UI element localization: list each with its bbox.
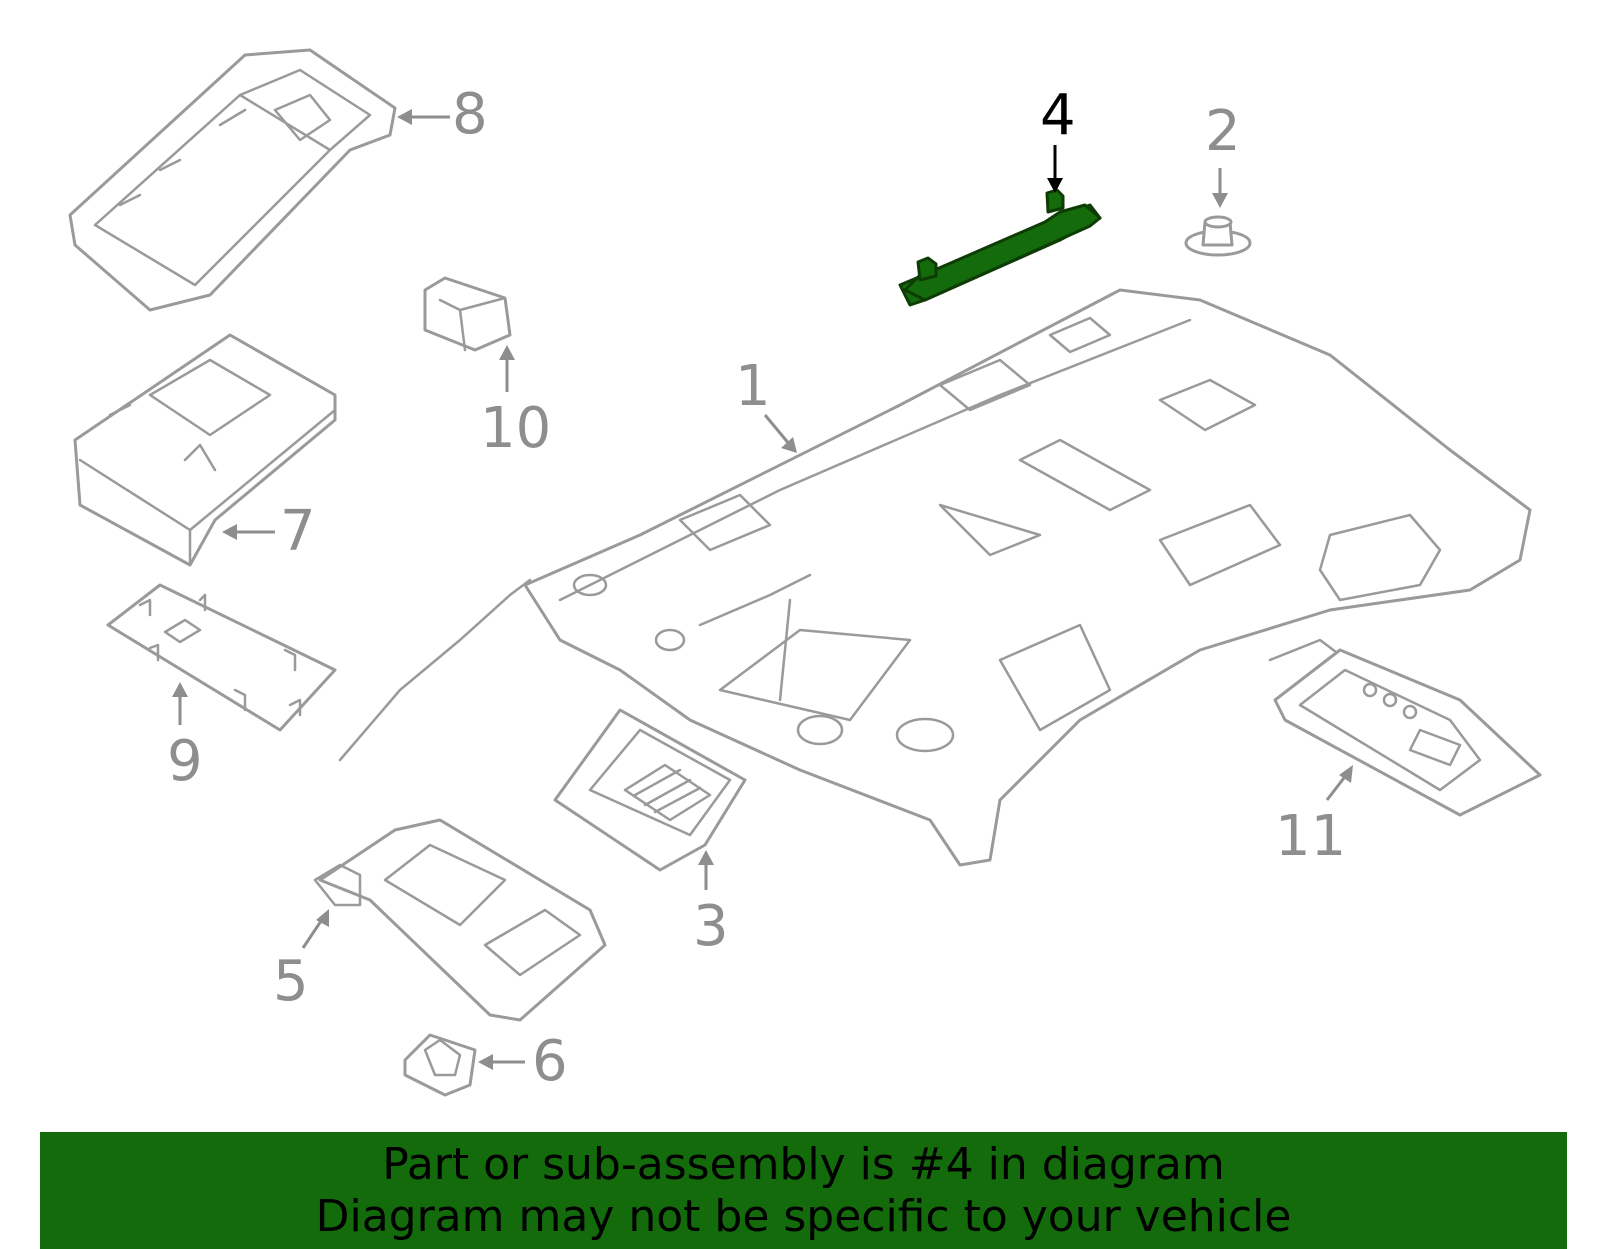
callout-11[interactable]: 11 [1275, 804, 1346, 869]
callout-leaders [172, 109, 1353, 1070]
parts-diagram: 8 7 10 9 1 4 2 3 5 6 11 [68, 48, 1542, 1097]
part-10-connector[interactable] [423, 276, 512, 352]
part-6-visor-clip[interactable] [403, 1033, 477, 1097]
part-3-cover[interactable] [553, 708, 747, 872]
callout-3[interactable]: 3 [693, 894, 729, 959]
part-4-highlighted[interactable] [898, 188, 1102, 307]
part-2-clip[interactable] [1184, 215, 1252, 257]
callout-6[interactable]: 6 [532, 1029, 568, 1094]
info-banner: Part or sub-assembly is #4 in diagram Di… [40, 1132, 1567, 1249]
callout-4[interactable]: 4 [1040, 83, 1076, 148]
callout-9[interactable]: 9 [167, 729, 203, 794]
banner-line-part: Part or sub-assembly is #4 in diagram [382, 1138, 1225, 1190]
banner-line-disclaimer: Diagram may not be specific to your vehi… [315, 1190, 1292, 1242]
callout-2[interactable]: 2 [1205, 99, 1241, 164]
callout-7[interactable]: 7 [280, 499, 316, 564]
part-7-overhead-console[interactable] [73, 333, 337, 567]
callout-labels: 8 7 10 9 1 4 2 3 5 6 11 [167, 82, 1346, 1094]
part-8-console-frame[interactable] [68, 48, 397, 312]
part-9-cover-panel[interactable] [106, 583, 337, 732]
callout-10[interactable]: 10 [480, 396, 551, 461]
callout-5[interactable]: 5 [273, 949, 309, 1014]
wire-harness [338, 578, 532, 762]
part-5-sun-visor[interactable] [313, 818, 607, 1022]
part-1-headliner[interactable] [523, 288, 1532, 867]
callout-1[interactable]: 1 [735, 354, 771, 419]
callout-8[interactable]: 8 [452, 82, 488, 147]
part-11-dome-lamp[interactable] [1273, 648, 1542, 817]
